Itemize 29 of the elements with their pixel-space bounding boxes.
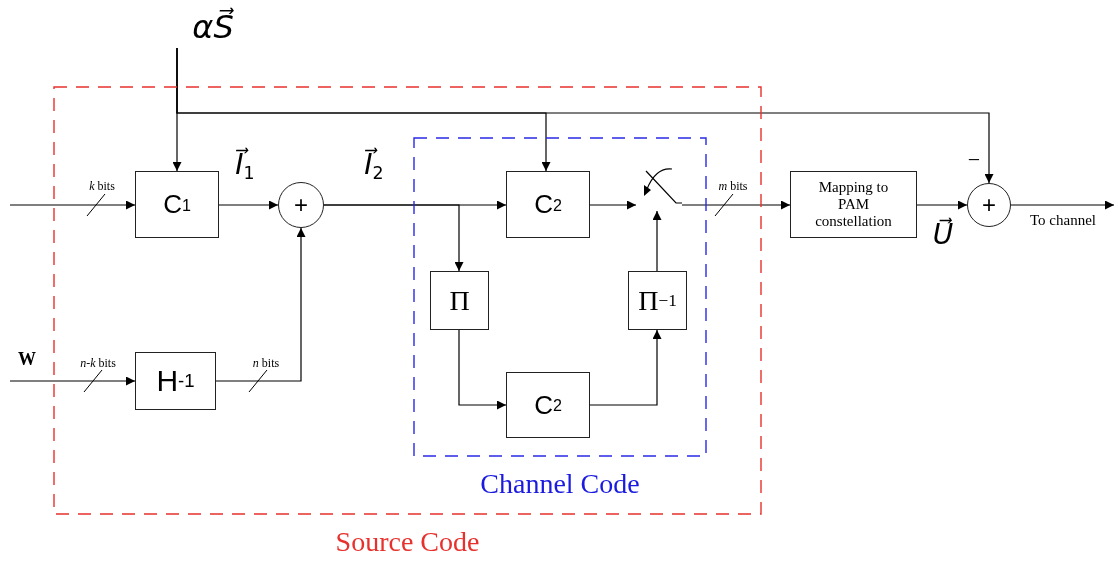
- inverse-matrix-block: H$^{-1}$: [135, 352, 216, 410]
- edge-label: To channel: [1030, 212, 1096, 229]
- edge-label: n-k bits: [80, 357, 116, 371]
- arrow: [589, 200, 637, 210]
- arrow: [215, 227, 306, 382]
- mapping-block: Mapping to PAM constellation: [790, 171, 917, 238]
- arrow: [176, 47, 994, 184]
- edge-label: k bits: [89, 180, 115, 194]
- arrow: [1010, 200, 1115, 210]
- signal-label: W: [18, 350, 36, 370]
- sign-label: −: [967, 148, 981, 173]
- arrow: [681, 200, 791, 210]
- edge-label: n bits: [252, 357, 280, 371]
- region-title: Channel Code: [479, 469, 641, 500]
- arrow: [323, 204, 464, 272]
- arrow: [652, 210, 662, 272]
- arrow: [589, 329, 662, 406]
- deinterleaver-block: Π$^{−1}$: [628, 271, 687, 330]
- edge-label: m bits: [718, 180, 748, 194]
- arrow: [218, 200, 279, 210]
- arrow: [9, 376, 136, 386]
- arrow: [458, 329, 507, 410]
- adder-circle: +: [278, 182, 324, 228]
- interleaver-block: Π: [430, 271, 489, 330]
- arrow: [916, 200, 968, 210]
- signal-label: αS⃗: [170, 6, 242, 48]
- arrow: [9, 200, 136, 210]
- adder-circle: +: [967, 183, 1011, 227]
- region-title: Source Code: [334, 527, 481, 558]
